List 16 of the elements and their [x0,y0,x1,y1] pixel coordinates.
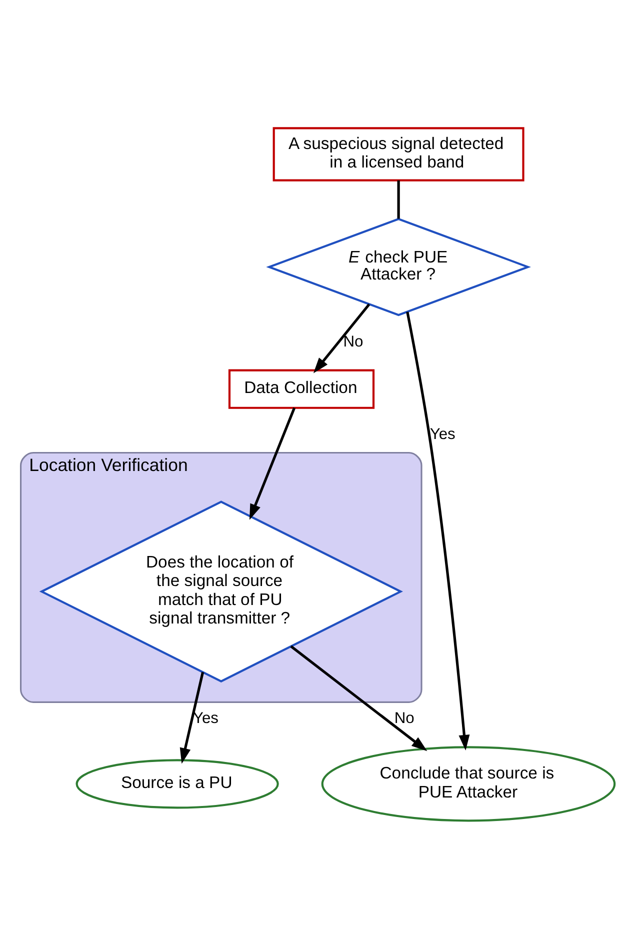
connector [397,180,400,218]
edge-label: No [394,710,414,727]
arrow [249,406,296,520]
edge-label: No [343,332,364,350]
node-ellipse: Source is a PU [76,758,279,808]
node-box: A suspecious signal detected in a licensed band [272,126,524,181]
node-box: Data Collection [228,368,375,408]
node-diamond: E check PUE Attacker ? [266,217,531,316]
node-diamond: Does the location of the signal source match that of PU signal transmitter ? [39,500,403,682]
node-ellipse: Conclude that source is PUE Attacker [321,746,616,822]
arrow [406,311,470,750]
edge-label: Yes [430,426,456,443]
arrow [290,644,428,751]
arrow [313,303,370,373]
arrow [180,671,204,764]
edge-label: Yes [192,710,218,727]
